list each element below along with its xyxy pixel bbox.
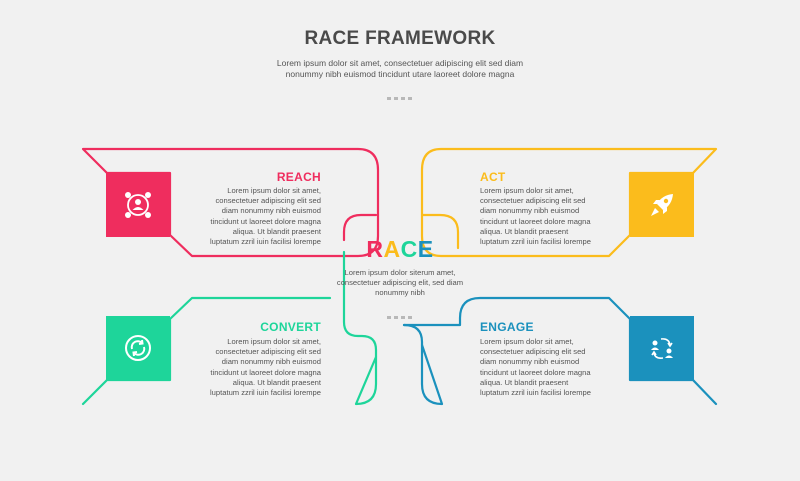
- reach-description: Lorem ipsum dolor sit amet, consectetuer…: [210, 186, 321, 247]
- act-outline: [420, 147, 718, 258]
- center-letter-a: A: [383, 236, 401, 262]
- act-icon-box: [630, 173, 694, 237]
- user-exchange-icon: [651, 338, 673, 359]
- convert-outline: [81, 296, 378, 406]
- user-network-icon: [125, 192, 151, 218]
- page-title: RACE FRAMEWORK: [304, 28, 496, 49]
- center-connector-green: [342, 250, 378, 359]
- center-letter-e: E: [417, 236, 434, 262]
- convert-label: CONVERT: [260, 320, 321, 334]
- page-subtitle: Lorem ipsum dolor sit amet, consectetuer…: [276, 58, 524, 79]
- center-letter-r: R: [366, 236, 384, 262]
- engage-description: Lorem ipsum dolor sit amet, consectetuer…: [480, 337, 591, 398]
- rocket-icon: [651, 194, 673, 216]
- act-description: Lorem ipsum dolor sit amet, consectetuer…: [480, 186, 591, 247]
- reach-outline: [81, 147, 380, 258]
- convert-icon-box: [106, 316, 170, 380]
- center-connector-red: [342, 213, 378, 242]
- center-connector-yellow: [420, 213, 460, 250]
- reach-icon-box: [106, 173, 170, 237]
- engage-label: ENGAGE: [480, 320, 534, 334]
- engage-icon-box: [630, 316, 694, 380]
- convert-description: Lorem ipsum dolor sit amet, consectetuer…: [210, 337, 321, 398]
- center-race-title: RACE: [330, 236, 470, 263]
- act-label: ACT: [480, 170, 506, 184]
- center-dots: [387, 316, 412, 319]
- center-letter-c: C: [400, 236, 418, 262]
- refresh-cycle-icon: [125, 335, 151, 361]
- header-dots: [387, 97, 412, 100]
- center-description: Lorem ipsum dolor siterum amet, consecte…: [336, 268, 464, 298]
- reach-label: REACH: [276, 170, 321, 184]
- center-connector-blue: [402, 323, 424, 347]
